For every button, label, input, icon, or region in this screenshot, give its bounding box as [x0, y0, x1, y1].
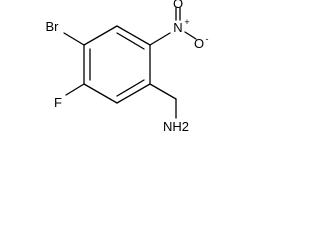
ring-bond-c5-c6	[83, 83, 118, 104]
bond-n-o-right	[184, 31, 197, 40]
charge-minus: -	[206, 34, 209, 44]
atom-label-nh2: NH2	[163, 119, 189, 134]
atom-label-o-right: O	[194, 36, 204, 51]
ring-bond-c3-c4	[83, 25, 118, 46]
bond-c2-n	[149, 32, 171, 46]
bond-c5-f	[65, 83, 85, 96]
atom-label-f: F	[54, 95, 62, 110]
ring-double-bond-c6-c1	[116, 79, 145, 97]
atom-label-br: Br	[46, 19, 60, 34]
charge-plus: +	[184, 17, 189, 27]
ring-double-bond-c2-c3	[116, 32, 145, 50]
atom-label-n-nitro: N	[173, 20, 182, 35]
bond-c4-br	[63, 32, 85, 46]
benzene-ring	[83, 25, 151, 104]
ring-bond-c2-c3	[116, 25, 151, 46]
ring-bond-c6-c1	[116, 83, 151, 104]
bond-c1-ch2	[149, 83, 177, 100]
molecule-structure: Br F N + O O - NH2	[46, 0, 209, 134]
atom-label-o-top: O	[173, 0, 183, 11]
